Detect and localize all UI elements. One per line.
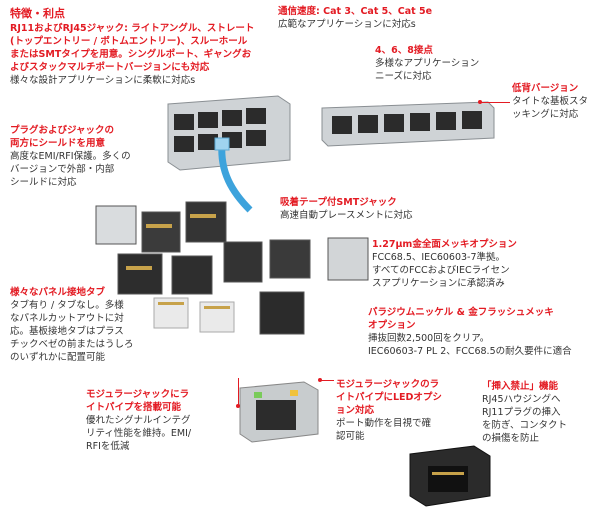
feature-title-line: イトパイプにLEDオプシ	[336, 392, 442, 403]
feature-title-line: ョン対応	[336, 405, 375, 416]
feature-body-line: 優れたシグナルインテグ	[86, 415, 191, 426]
feature-body-line: の損傷を防止	[482, 433, 540, 444]
feature-body-line: RJ45ハウジングへ	[482, 394, 561, 405]
feature-body-line: RFIを低減	[86, 441, 130, 452]
feature-title-line: プラグおよびジャックの	[10, 125, 115, 136]
leader-dot-low-profile	[478, 100, 482, 104]
feature-body-line: なパネルカットアウトに対	[10, 313, 124, 324]
page-title: 特徴・利点	[10, 7, 65, 20]
stacked-multiport-jack-image	[167, 95, 291, 213]
leader-line-low-profile	[480, 102, 510, 103]
low-profile-jack-image	[321, 101, 495, 147]
feature-title-line: パラジウムニッケル & 金フラッシュメッキ	[368, 307, 554, 318]
feature-body-line: 多様なアプリケーション	[375, 58, 480, 69]
feature-body-line: チックベゼの前またはうしろ	[10, 339, 134, 350]
feature-body-line: リティ性能を維持。EMI/	[86, 428, 192, 439]
feature-body-line: バージョンで外部・内部	[10, 164, 115, 175]
feature-body-line: 高度なEMI/RFI保護。多くの	[10, 151, 131, 162]
feature-title-line: よびスタックマルチポートバージョンにも対応	[10, 62, 210, 73]
feature-body-line: 挿抜回数2,500回をクリア。	[368, 333, 490, 344]
feature-body-line: スアプリケーションに承認済み	[372, 278, 505, 289]
feature-tape: 吸着テープ付SMTジャック 高速自動プレースメントに対応	[280, 196, 413, 222]
leader-line-led	[320, 380, 334, 381]
feature-gold: 1.27μm金全面メッキオプション FCC68.5、IEC60603-7準拠。 …	[372, 238, 517, 290]
feature-title-line: またはSMTタイプを用意。シングルポート、ギャングお	[10, 49, 252, 60]
feature-body-line: RJ11プラグの挿入	[482, 407, 561, 418]
no-snag-jack-image	[409, 445, 491, 507]
feature-body-line: IEC60603-7 PL 2、FCC68.5の耐久要件に適合	[368, 346, 572, 357]
feature-title-line: モジュラージャックにラ	[86, 389, 190, 400]
feature-shield: プラグおよびジャックの 両方にシールドを用意 高度なEMI/RFI保護。多くの …	[10, 124, 131, 189]
feature-nosnag: 「挿入禁止」機能 RJ45ハウジングへ RJ11プラグの挿入 を防ぎ、コンタクト…	[482, 380, 567, 445]
feature-body-line: を防ぎ、コンタクト	[482, 420, 568, 431]
leader-dot-led	[318, 378, 322, 382]
feature-body-line: ニーズに対応	[375, 71, 432, 82]
leader-dot-lightpipe	[236, 404, 240, 408]
feature-palladium: パラジウムニッケル & 金フラッシュメッキ オプション 挿抜回数2,500回をク…	[368, 306, 572, 358]
feature-title-line: イトパイプを搭載可能	[86, 402, 182, 413]
leader-line-lightpipe	[238, 378, 239, 406]
feature-body-line: タイトな基板スタ	[512, 96, 589, 107]
lightpipe-jack-image	[239, 381, 319, 443]
feature-body-line: 広範なアプリケーションに対応s	[278, 19, 416, 30]
feature-body-line: ッキングに対応	[512, 109, 579, 120]
feature-body-line: FCC68.5、IEC60603-7準拠。	[372, 252, 506, 263]
feature-led: モジュラージャックのラ イトパイプにLEDオプシ ョン対応 ポート動作を目視で確…	[336, 378, 442, 443]
feature-body-line: のいずれかに配置可能	[10, 352, 106, 363]
feature-low-profile: 低背バージョン タイトな基板スタ ッキングに対応	[512, 82, 588, 121]
single-jacks-group-image	[95, 201, 369, 335]
feature-body-line: タブ有り / タブなし。多様	[10, 300, 124, 311]
feature-title-line: 「挿入禁止」機能	[482, 381, 559, 392]
feature-title-line: 低背バージョン	[512, 83, 579, 94]
feature-title-line: モジュラージャックのラ	[336, 379, 440, 390]
feature-rj11-rj45: RJ11およびRJ45ジャック: ライトアングル、ストレート (トップエントリー…	[10, 22, 254, 87]
feature-title-line: RJ11およびRJ45ジャック: ライトアングル、ストレート	[10, 23, 255, 34]
feature-title-line: 様々なパネル接地タブ	[10, 287, 106, 298]
feature-title-line: 吸着テープ付SMTジャック	[280, 197, 397, 208]
feature-title-line: 両方にシールドを用意	[10, 138, 106, 149]
feature-contacts: 4、6、8接点 多様なアプリケーション ニーズに対応	[375, 44, 479, 83]
feature-speed: 通信速度: Cat 3、Cat 5、Cat 5e 広範なアプリケーションに対応s	[278, 5, 432, 31]
feature-body-line: 高速自動プレースメントに対応	[280, 210, 413, 221]
feature-panel: 様々なパネル接地タブ タブ有り / タブなし。多様 なパネルカットアウトに対 応…	[10, 286, 134, 364]
feature-title-line: 1.27μm金全面メッキオプション	[372, 239, 517, 250]
feature-body-line: すべてのFCCおよびIECライセン	[372, 265, 510, 276]
feature-title-line: (トップエントリー / ボトムエントリー)、スルーホール	[10, 36, 248, 47]
feature-body-line: 様々な設計アプリケーションに柔軟に対応s	[10, 75, 196, 86]
feature-title-line: 4、6、8接点	[375, 45, 433, 56]
feature-body-line: シールドに対応	[10, 177, 77, 188]
feature-lightpipe: モジュラージャックにラ イトパイプを搭載可能 優れたシグナルインテグ リティ性能…	[86, 388, 191, 453]
feature-body-line: ポート動作を目視で確	[336, 418, 432, 429]
feature-title-line: 通信速度: Cat 3、Cat 5、Cat 5e	[278, 6, 433, 17]
feature-body-line: 応。基板接地タブはプラス	[10, 326, 124, 337]
feature-title-line: オプション	[368, 320, 416, 331]
feature-body-line: 認可能	[336, 431, 365, 442]
